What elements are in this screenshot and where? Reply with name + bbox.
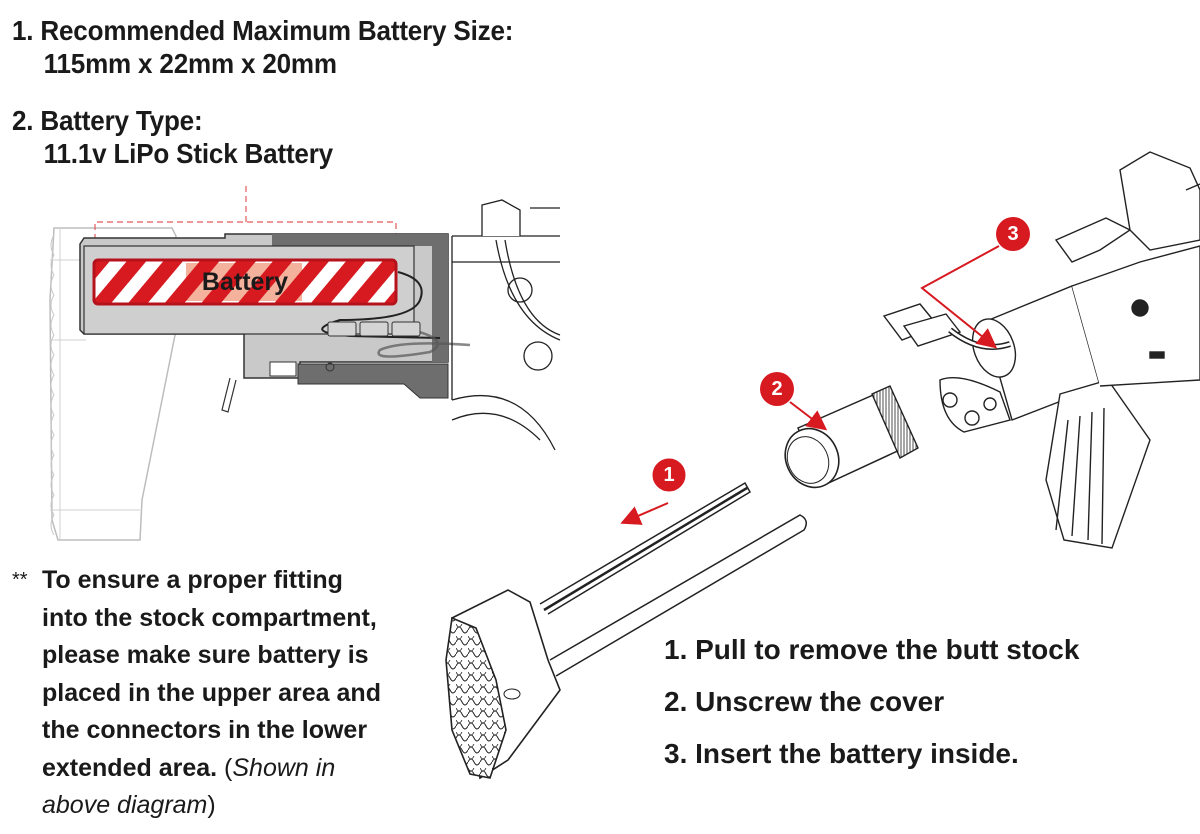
buffer-tube-cover [784,385,919,489]
fitting-note: ** To ensure a proper fitting into the s… [12,562,452,825]
stock-edge-serration [50,234,55,536]
step-3-badge [996,217,1030,251]
charging-handle [1054,217,1132,263]
installation-steps: 1. Pull to remove the butt stock 2. Unsc… [664,624,1079,780]
note-line: extended area. (Shown in [12,750,452,788]
note-italic-2: above diagram [42,791,208,819]
step-2-badge-number: 2 [771,378,782,400]
step-2-badge [760,372,794,406]
step-item: 3. Insert the battery inside. [664,738,1019,769]
rear-sight [1119,151,1200,251]
step-2-callout: 2 [760,372,828,431]
battery-size-spec: 1. Recommended Maximum Battery Size: 115… [12,14,513,80]
pistol-grip [1045,379,1151,549]
battery-connector [882,303,1011,350]
note-asterisks: ** [12,569,28,591]
rifle-receiver [939,151,1200,549]
step-3-badge-number: 3 [1007,223,1018,245]
battery-size-value: 115mm x 22mm x 20mm [43,48,337,79]
battery-type-value: 11.1v LiPo Stick Battery [43,138,334,169]
battery-label: Battery [202,268,288,296]
note-paren-open: ( [217,753,233,782]
battery-wire [321,271,441,339]
butt-stock [445,481,807,780]
lower-rail [297,363,449,399]
step-1-badge [651,457,687,493]
battery-type-title: 2. Battery Type: [12,105,203,136]
note-line: above diagram) [12,787,452,825]
step-item: 2. Unscrew the cover [664,686,945,717]
stock-butt-pad [445,616,507,779]
receiver-outline [451,199,561,451]
step-3-callout: 3 [920,217,1030,349]
note-line: placed in the upper area and [42,678,381,707]
step-1-badge-number: 1 [663,464,674,486]
battery-size-title: 1. Recommended Maximum Battery Size: [12,15,514,46]
stock-rod-lower [549,514,807,677]
battery-type-spec: 2. Battery Type: 11.1v LiPo Stick Batter… [12,104,333,170]
note-line: the connectors in the lower [42,716,368,744]
connector-plugs [327,321,421,337]
note-line: To ensure a proper fitting [42,566,343,594]
note-line: into the stock compartment, [42,603,377,632]
step-1-callout: 1 [620,457,687,525]
stock-cross-section: Battery [49,186,561,541]
note-line: please make sure battery is [42,641,369,669]
upper-receiver [1071,245,1200,387]
note-paren-close: ) [207,791,216,819]
cover-knurl [871,385,919,459]
step-item: 1. Pull to remove the butt stock [664,634,1080,665]
note-italic-1: Shown in [232,753,336,782]
stock-outline [49,227,177,541]
battery-graphic: Battery [92,258,398,306]
note-last-bold: extended area. [42,753,218,782]
